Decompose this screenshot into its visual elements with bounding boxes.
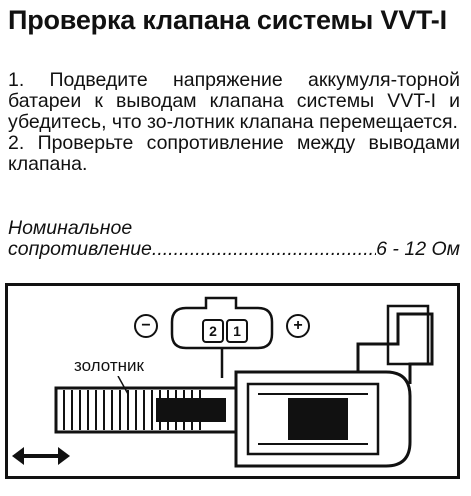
negative-terminal-icon: − — [134, 314, 158, 338]
spool-label: золотник — [72, 356, 146, 376]
leader-dots — [152, 239, 376, 260]
step-1: 1. Подведите напряжение аккумуля-торной … — [8, 69, 460, 133]
nominal-label-2: сопротивление — [8, 238, 152, 260]
nominal-value: 6 - 12 Ом — [376, 238, 460, 260]
nominal-label: Номинальное — [8, 217, 133, 239]
valve-drawing — [12, 296, 434, 468]
pin-2: 2 — [202, 319, 224, 343]
pin-1: 1 — [226, 319, 248, 343]
step-2: 2. Проверьте сопротивление между выводам… — [8, 132, 460, 175]
instructions: 1. Подведите напряжение аккумуля-торной … — [8, 70, 460, 175]
section-title: Проверка клапана системы VVT-I — [8, 5, 447, 35]
valve-figure: − + 2 1 золотник — [5, 283, 460, 479]
nominal-resistance: Номинальное сопротивление 6 - 12 Ом — [8, 218, 460, 260]
positive-terminal-icon: + — [286, 314, 310, 338]
